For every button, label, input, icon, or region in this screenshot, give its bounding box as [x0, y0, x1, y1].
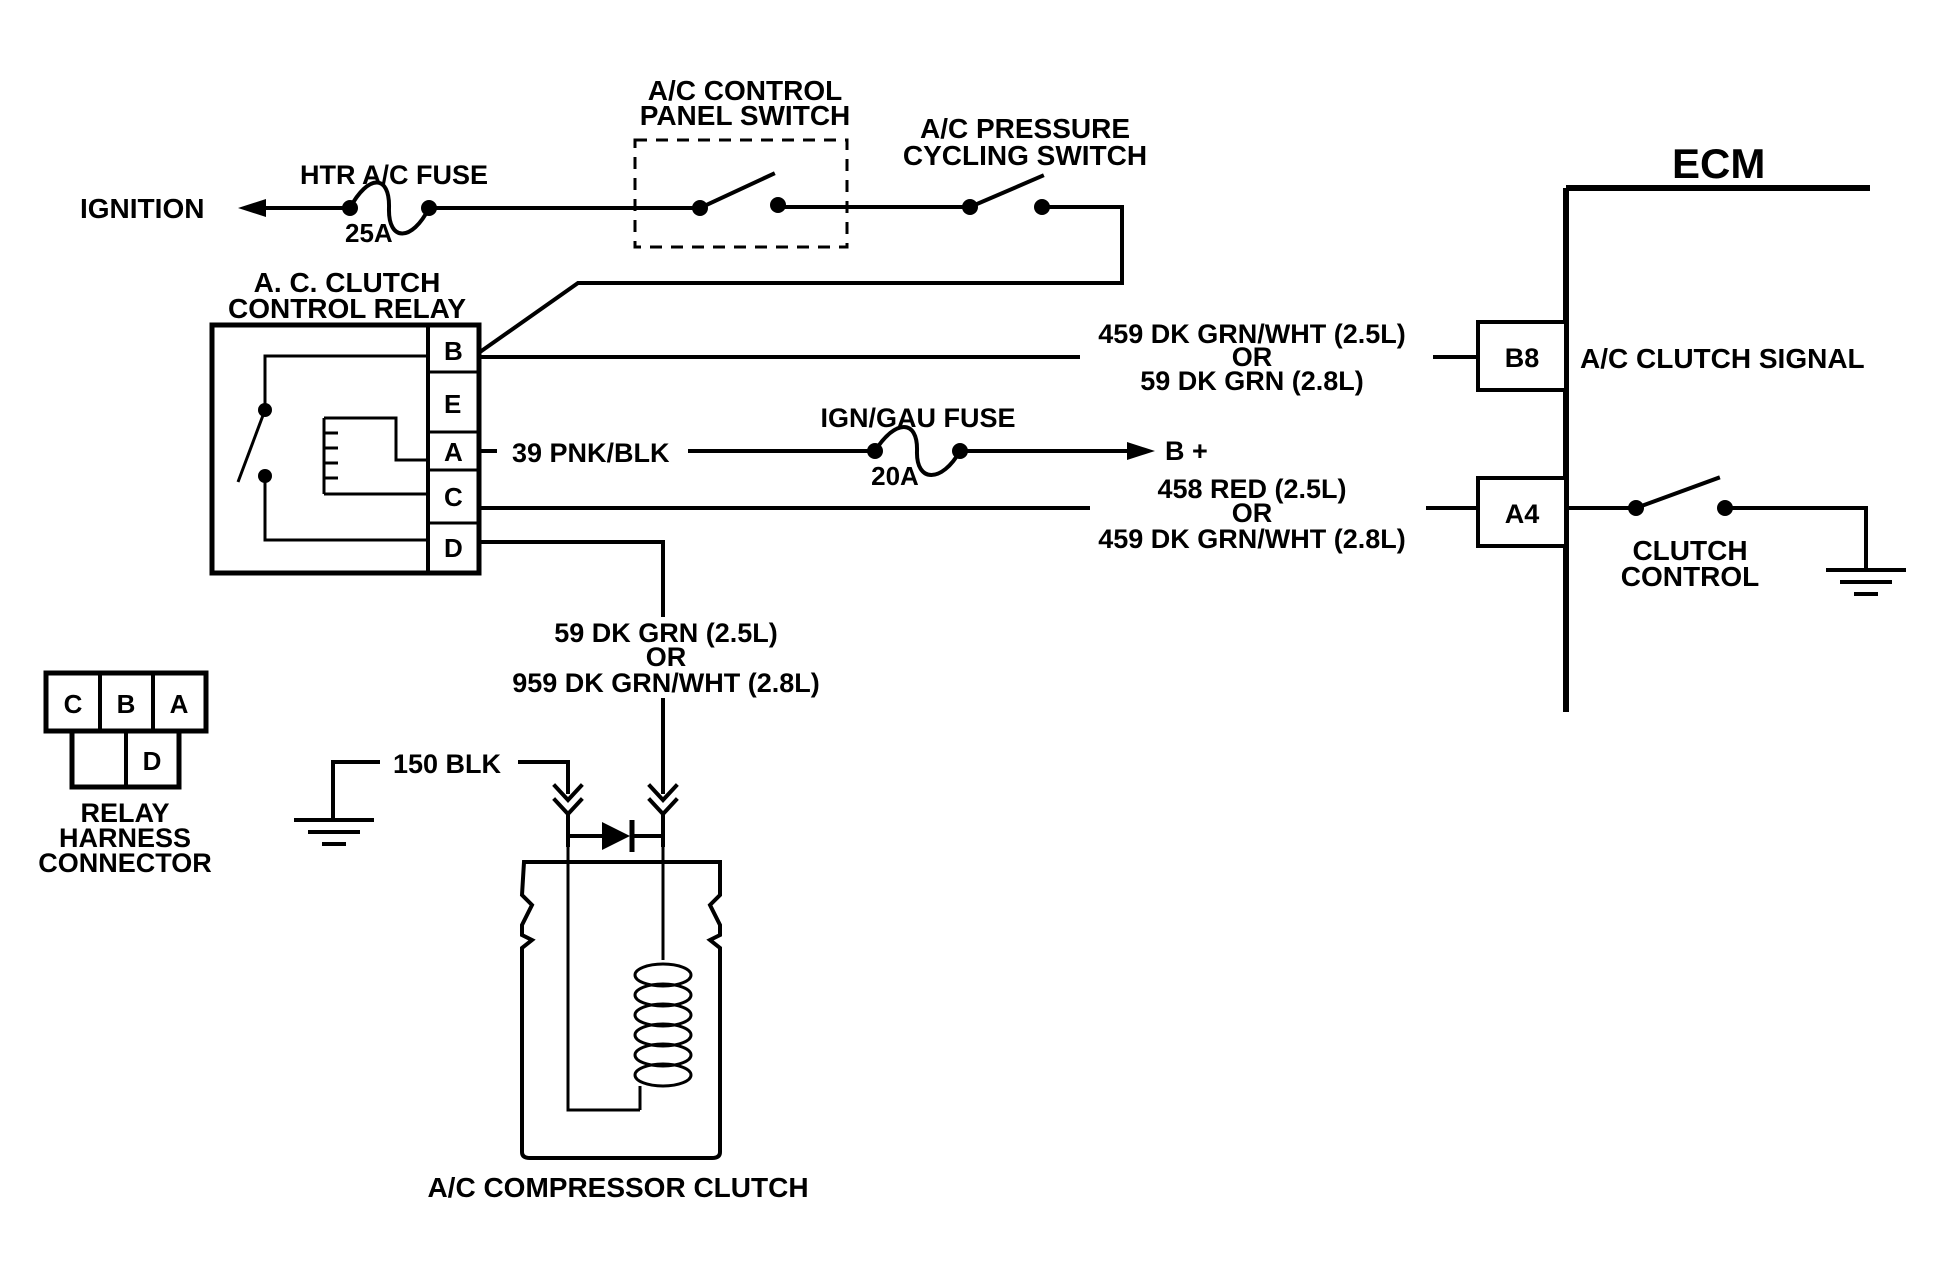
relay-harness-connector [43, 670, 209, 790]
wire-b-label-line1: 459 DK GRN/WHT (2.5L) [1098, 319, 1406, 349]
clutch-coil-icon [633, 962, 693, 1110]
pressure-switch-label-line1: A/C PRESSURE [920, 113, 1130, 144]
harness-label-line2: HARNESS [59, 823, 191, 853]
relay-terminal-e: E [444, 389, 461, 419]
harness-pin-b: B [117, 689, 136, 719]
harness-pin-a: A [170, 689, 189, 719]
b-plus-arrow [1127, 442, 1155, 460]
wire-b-label-or: OR [1232, 342, 1273, 372]
relay-terminal-b: B [444, 336, 463, 366]
relay-terminal-d: D [444, 533, 463, 563]
harness-pin-d: D [143, 746, 162, 776]
compressor-inner-wiring [566, 845, 665, 1112]
wire-c-label-line1: 458 RED (2.5L) [1157, 474, 1346, 504]
ecm-pin-b8 [1476, 320, 1568, 392]
harness-label-line3: CONNECTOR [38, 848, 212, 878]
pressure-switch-label-line2: CYCLING SWITCH [903, 140, 1147, 171]
diode-icon [566, 812, 665, 852]
wire-a-label: 39 PNK/BLK [512, 438, 670, 468]
ecm-pin-a4-label: A4 [1505, 499, 1540, 529]
ecm-ground-symbol [1826, 568, 1906, 596]
compressor-clutch-body [519, 860, 722, 1160]
clutch-control-label-line2: CONTROL [1621, 561, 1759, 592]
wire-d-label-line1: 59 DK GRN (2.5L) [554, 618, 778, 648]
ignition-arrow [238, 199, 352, 217]
wire-c-label-or: OR [1232, 498, 1273, 528]
clutch-control-switch [1628, 475, 1733, 516]
relay-internal-switch [236, 354, 428, 542]
ign-gau-fuse-rating: 20A [871, 461, 919, 491]
ecm-label: ECM [1672, 140, 1765, 187]
relay-label-line1: A. C. CLUTCH [254, 267, 441, 298]
clutch-connector-chevrons [552, 783, 679, 817]
wire-b-label-line2: 59 DK GRN (2.8L) [1140, 366, 1364, 396]
htr-ac-fuse-rating: 25A [345, 218, 393, 248]
relay-terminal-c: C [444, 482, 463, 512]
relay-terminals [426, 325, 479, 573]
panel-switch-box [633, 138, 849, 249]
htr-ac-fuse-label: HTR A/C FUSE [300, 160, 488, 190]
harness-label-line1: RELAY [80, 798, 169, 828]
ecm-pin-b8-label: B8 [1505, 343, 1540, 373]
pressure-switch-symbol [962, 173, 1050, 215]
wire-c-label-line2: 459 DK GRN/WHT (2.8L) [1098, 524, 1406, 554]
wire-d-label-or: OR [646, 642, 687, 672]
ign-gau-fuse-label: IGN/GAU FUSE [820, 403, 1015, 433]
ac-clutch-signal-label: A/C CLUTCH SIGNAL [1580, 343, 1865, 374]
relay-terminal-a: A [444, 437, 463, 467]
compressor-clutch-label: A/C COMPRESSOR CLUTCH [427, 1172, 808, 1203]
htr-ac-fuse-symbol [342, 180, 437, 236]
harness-pin-c: C [64, 689, 83, 719]
wire-d-label-line2: 959 DK GRN/WHT (2.8L) [512, 668, 820, 698]
ecm-block [1563, 185, 1870, 712]
panel-switch-symbol [692, 171, 786, 216]
relay-label-line2: CONTROL RELAY [228, 293, 466, 324]
ignition-label: IGNITION [80, 193, 204, 224]
clutch-control-label-line1: CLUTCH [1632, 535, 1747, 566]
panel-switch-label-line2: PANEL SWITCH [640, 100, 851, 131]
relay-body [209, 322, 482, 576]
panel-switch-label-line1: A/C CONTROL [648, 75, 842, 106]
ecm-pin-a4 [1476, 476, 1568, 548]
ground-wire-label: 150 BLK [393, 749, 502, 779]
ground-wire [294, 760, 570, 846]
b-plus-label: B + [1165, 436, 1208, 466]
relay-coil [322, 416, 428, 496]
